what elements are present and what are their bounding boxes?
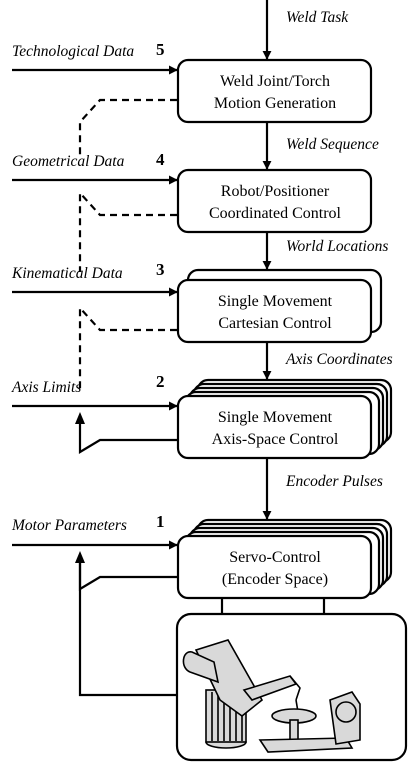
block-4-line-1: Robot/Positioner bbox=[221, 183, 330, 200]
block-2-line-2: Axis-Space Control bbox=[212, 431, 339, 448]
kinematical-data-label: Kinematical Data bbox=[11, 265, 123, 282]
weld-sequence-label: Weld Sequence bbox=[286, 136, 379, 153]
block-1-line-1: Servo-Control bbox=[229, 549, 321, 566]
block-5-line-2: Motion Generation bbox=[214, 95, 336, 112]
axis-limits-label: Axis Limits bbox=[11, 379, 81, 396]
robot-feedback-line bbox=[78, 560, 177, 697]
feedback-robot-to-1 bbox=[78, 559, 177, 591]
weld-task-label: Weld Task bbox=[286, 9, 349, 26]
block-1: Servo-Control (Encoder Space) bbox=[176, 518, 393, 600]
block-2-number: 2 bbox=[156, 372, 165, 391]
feedback-1-to-2 bbox=[78, 420, 177, 454]
block-1-line-2: (Encoder Space) bbox=[222, 571, 328, 588]
block-3: Single Movement Cartesian Control bbox=[176, 268, 383, 344]
block-3-number: 3 bbox=[156, 260, 165, 279]
technological-data-label: Technological Data bbox=[12, 43, 134, 60]
motor-parameters-label: Motor Parameters bbox=[11, 517, 127, 534]
block-4-number: 4 bbox=[156, 150, 165, 169]
block-5-number: 5 bbox=[156, 40, 165, 59]
geometrical-data-label: Geometrical Data bbox=[12, 153, 125, 170]
robot-cell-illustration bbox=[175, 612, 408, 762]
block-3-line-2: Cartesian Control bbox=[218, 315, 332, 332]
feedback-4-to-5 bbox=[78, 98, 177, 155]
axis-coordinates-label: Axis Coordinates bbox=[285, 351, 393, 368]
block-4: Robot/Positioner Coordinated Control bbox=[176, 168, 373, 234]
block-4-line-2: Coordinated Control bbox=[209, 205, 342, 222]
encoder-pulses-label: Encoder Pulses bbox=[285, 473, 383, 490]
block-1-number: 1 bbox=[156, 512, 165, 531]
block-3-line-1: Single Movement bbox=[218, 293, 333, 310]
feedback-2-to-3 bbox=[78, 305, 177, 392]
block-5: Weld Joint/Torch Motion Generation bbox=[176, 58, 373, 124]
block-2: Single Movement Axis-Space Control bbox=[176, 378, 393, 460]
block-2-line-1: Single Movement bbox=[218, 409, 333, 426]
feedback-3-to-4 bbox=[78, 190, 177, 272]
block-5-line-1: Weld Joint/Torch bbox=[220, 73, 330, 90]
world-locations-label: World Locations bbox=[286, 238, 388, 255]
